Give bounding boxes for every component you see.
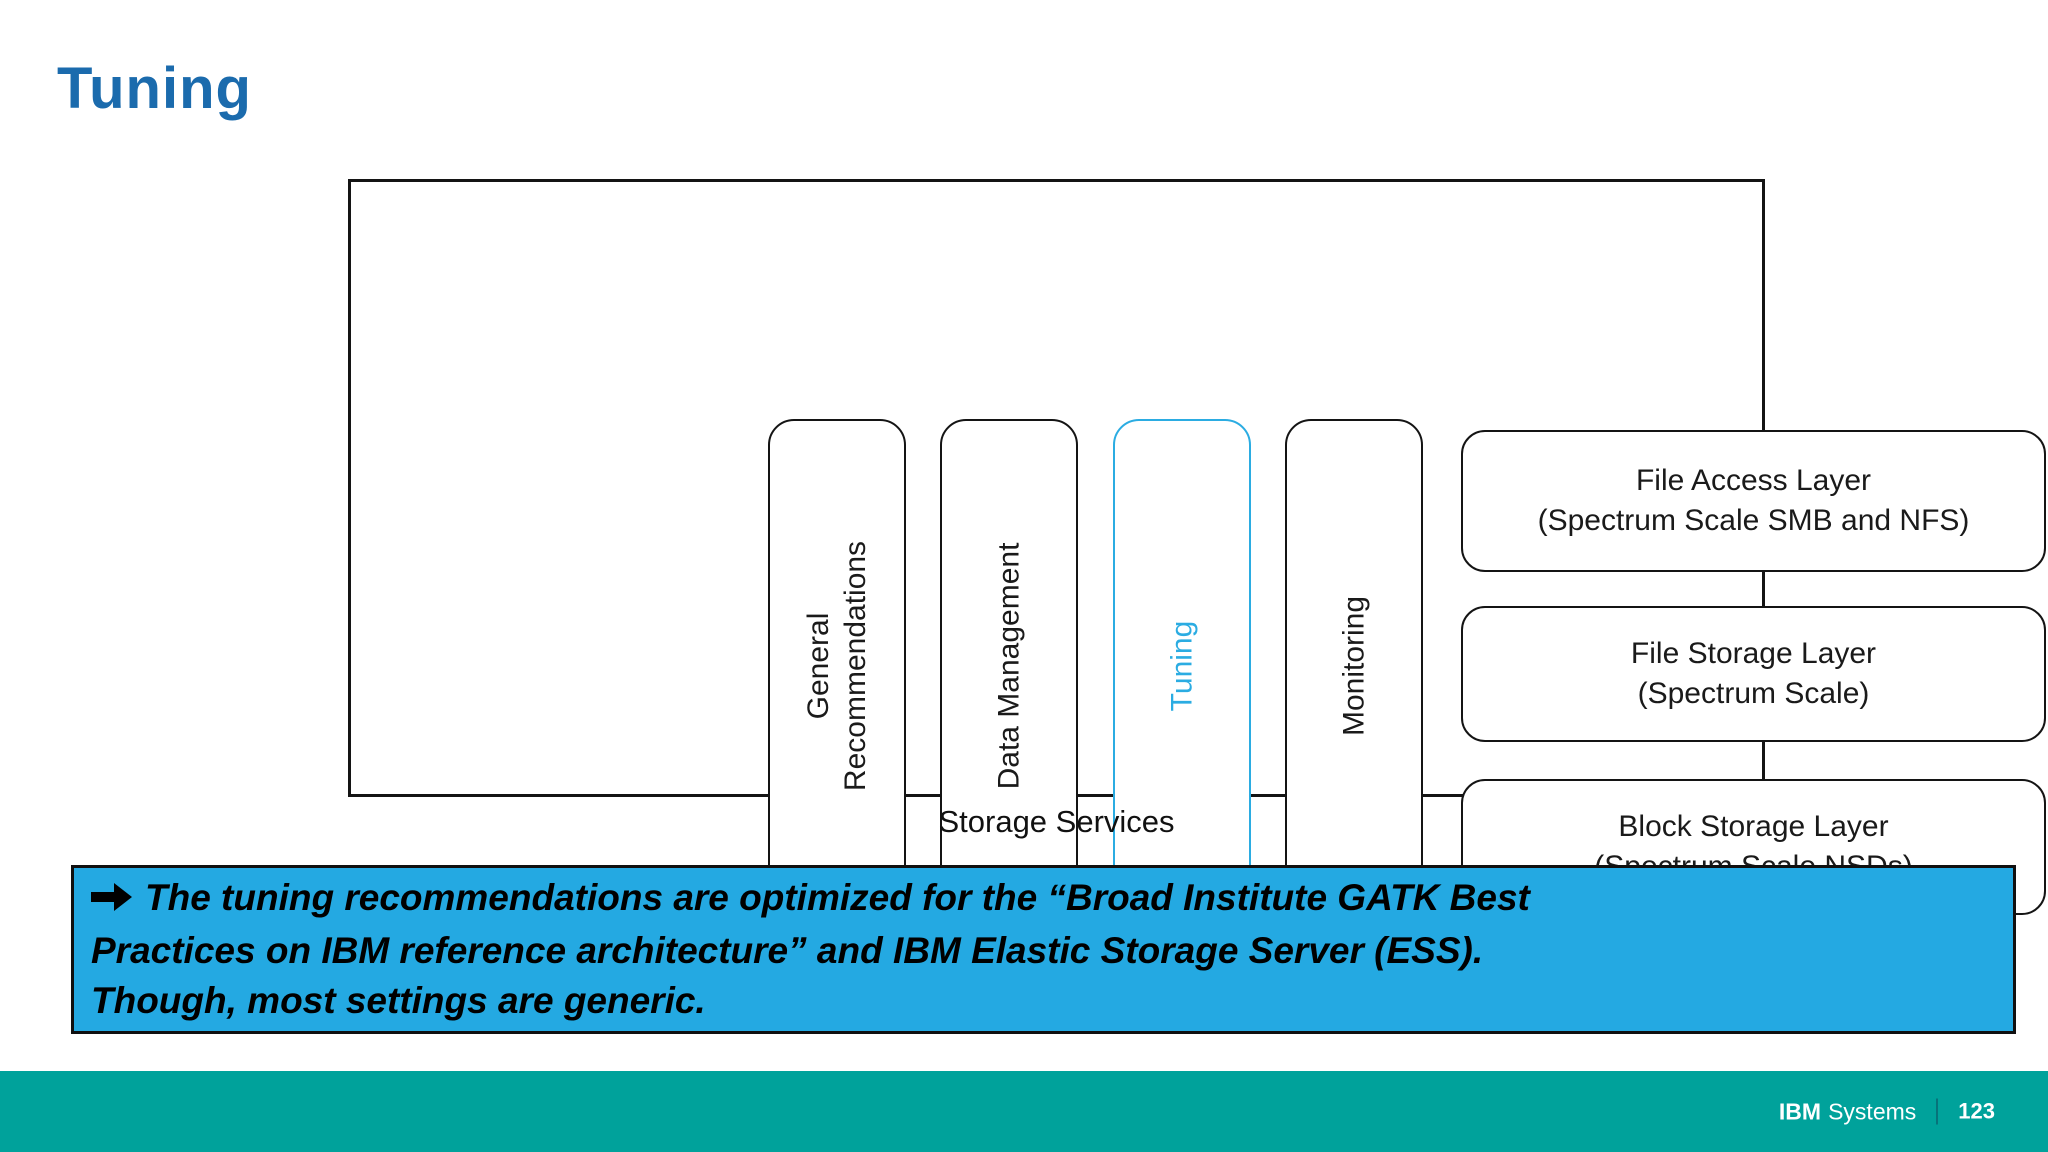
layer-subtitle: (Spectrum Scale SMB and NFS)	[1537, 504, 1970, 537]
callout-line: Practices on IBM reference architecture”…	[91, 930, 1484, 971]
pillar-label-line: Data Management	[992, 542, 1026, 789]
footer-brand-bold: IBM	[1778, 1098, 1822, 1124]
pillar-monitoring: Monitoring	[1285, 419, 1423, 912]
pillar-label-line: General	[802, 612, 835, 719]
right-arrow-icon	[91, 876, 133, 926]
pillar-label-line: Recommendations	[839, 540, 872, 791]
pillar-data-management: Data Management	[940, 419, 1078, 912]
callout-line: Though, most settings are generic.	[91, 980, 706, 1021]
page-number: 123	[1958, 1098, 1995, 1124]
pillar-label: Monitoring	[1336, 595, 1373, 735]
footer-content: IBM Systems 123	[1779, 1098, 1995, 1125]
pillar-label-line: Tuning	[1165, 620, 1199, 711]
pillar-label: Tuning	[1164, 620, 1201, 711]
layer-title: Block Storage Layer	[1618, 810, 1889, 843]
footer-bar: IBM Systems 123	[0, 1071, 2048, 1152]
layer-title: File Access Layer	[1635, 464, 1872, 497]
callout-banner: The tuning recommendations are optimized…	[71, 865, 2016, 1034]
layer-file-storage: File Storage Layer (Spectrum Scale)	[1461, 606, 2046, 742]
callout-text: The tuning recommendations are optimized…	[145, 877, 1530, 918]
footer-divider	[1936, 1098, 1939, 1125]
footer-brand-regular: Systems	[1828, 1098, 1917, 1124]
page-title: Tuning	[57, 56, 252, 121]
layer-title: File Storage Layer	[1630, 637, 1877, 670]
layer-subtitle: (Spectrum Scale)	[1637, 677, 1870, 710]
diagram-caption: Storage Services	[938, 804, 1175, 839]
callout-line: The tuning recommendations are optimized…	[91, 873, 2003, 926]
layer-file-access: File Access Layer (Spectrum Scale SMB an…	[1461, 430, 2046, 572]
pillar-label: Data Management	[991, 542, 1028, 789]
pillar-label-line: Monitoring	[1337, 595, 1371, 736]
